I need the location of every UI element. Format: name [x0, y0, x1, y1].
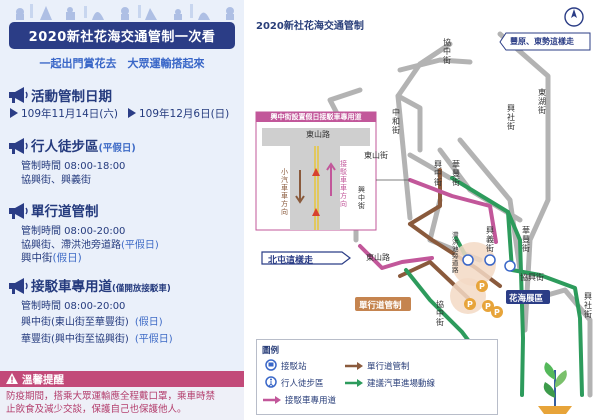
inset-title: 興中街設置假日接駁車專用道	[270, 113, 362, 121]
street-label-xiezhong: 協中街	[436, 300, 444, 327]
inset-label-shuttle: 接駁車車方向	[340, 160, 347, 208]
period-end: 109年12月6日(日)	[139, 108, 230, 120]
pedestrian-title: 行人徒步區(平假日)	[31, 135, 136, 155]
notice-title: 溫馨提醒	[22, 374, 64, 386]
inset-street: 興中街	[358, 186, 365, 210]
street-label-xingzhong: 興中街	[434, 160, 442, 187]
poster-title: 2020新社花海交通管制一次看	[9, 22, 235, 49]
street-label-flood-road: 滯洪池旁道路	[452, 231, 459, 274]
street-label-xingshe-right: 興社街	[584, 292, 592, 319]
street-label-zhongheng: 中和街	[392, 108, 400, 135]
callout-east-label: 豐原、東勢這樣走	[510, 37, 574, 46]
oneway-roads1-text: 協興街、滯洪池旁道路	[21, 240, 121, 251]
parking-markers: P P P P	[464, 280, 503, 318]
warning-icon	[6, 373, 18, 384]
legend-item5: 建議汽車進場動線	[367, 379, 436, 389]
notice-line1: 防疫期間，搭乘大眾運輸應全程戴口罩，乘車時禁	[6, 391, 216, 402]
logo-sub: 新社花海	[456, 388, 477, 394]
oneway-roads1-tag: (平假日)	[121, 240, 159, 251]
arrow-brown-icon	[345, 362, 363, 370]
callout-expo-label: 花海展區	[509, 294, 544, 304]
pedestrian-title-text: 行人徒步區	[31, 139, 99, 155]
pedestrian-tag: (平假日)	[98, 143, 136, 154]
arrow-pink-icon	[263, 396, 281, 404]
megaphone-icon	[9, 87, 28, 103]
megaphone-icon	[9, 138, 28, 154]
street-label-north: 協中街	[443, 38, 451, 65]
map-title: 2020新社花海交通管制	[256, 21, 364, 32]
callout-north	[261, 251, 351, 265]
arrow-green-icon	[345, 379, 363, 387]
shuttle-tag: (僅開放接駁車)	[112, 284, 171, 294]
shuttle-title-text: 接駁車專用道	[31, 279, 112, 295]
street-label-dongshan-st: 東山街	[364, 151, 388, 160]
callout-north-label: 北屯這樣走	[268, 256, 314, 266]
oneway-time: 管制時間 08:00-20:00	[21, 226, 126, 237]
legend-title: 圖例	[262, 346, 280, 356]
shuttle-lane	[358, 178, 498, 270]
shuttle-time: 管制時間 08:00-20:00	[21, 301, 126, 312]
pedestrian-time: 管制時間 08:00-18:00	[21, 161, 126, 172]
period-start: 109年11月14日(六)	[21, 108, 118, 120]
megaphone-icon	[9, 203, 28, 219]
svg-text:P: P	[479, 282, 485, 291]
street-label-donghu: 東湖街	[538, 88, 546, 115]
inset-road: 東山路	[306, 130, 330, 139]
megaphone-icon	[9, 278, 28, 294]
shuttle-roads1: 興中街(東山街至華豐街) (假日)	[21, 313, 163, 328]
street-label-xiexing: 協興街	[520, 273, 544, 282]
triangle-right-icon	[10, 108, 18, 118]
bus-stop-markers	[462, 254, 516, 272]
main-route	[404, 268, 470, 342]
shuttle-roads1-text: 興中街(東山街至華豐街)	[21, 317, 129, 328]
shuttle-roads2: 華豐街(興中街至協興街) (平假日)	[21, 330, 173, 345]
svg-text:P: P	[485, 302, 491, 311]
oneway-roads2-tag: (假日)	[52, 252, 82, 264]
poster-subtitle: 一起出門賞花去 大眾運輸搭起來	[39, 57, 205, 70]
walk-icon	[265, 376, 277, 388]
street-label-huafeng-right: 華豐街	[522, 226, 530, 253]
compass-badge	[564, 7, 584, 27]
street-label-dongshan-rd: 東山路	[366, 253, 390, 262]
notice-line2: 止飲食及減少交談，保護自己也保護他人。	[6, 404, 187, 415]
oneway-roads1: 協興街、滯洪池旁道路(平假日)	[21, 236, 159, 251]
period-title: 活動管制日期	[31, 89, 112, 105]
street-label-huafeng-top: 華豐街	[452, 160, 460, 187]
notice-body: 防疫期間，搭乘大眾運輸應全程戴口罩，乘車時禁 止飲食及減少交談，保護自己也保護他…	[0, 387, 244, 420]
oneway-title: 單行道管制	[31, 204, 99, 220]
shuttle-title: 接駁車專用道(僅開放接駁車)	[31, 275, 171, 295]
legend-item1: 接駁站	[281, 362, 307, 372]
left-info-panel: 2020新社花海交通管制一次看 一起出門賞花去 大眾運輸搭起來 活動管制日期 1…	[0, 0, 244, 420]
decoration-animals-icon	[0, 0, 244, 22]
legend-item4: 單行道管制	[367, 362, 410, 372]
notice-header: 溫馨提醒	[0, 371, 244, 387]
street-label-xingyi: 興義街	[486, 226, 494, 253]
leaf-icon	[538, 362, 572, 414]
legend: 圖例 接駁站 行人徒步區 接駁車專用道 單行道管制 建議汽車進場動線 Taich…	[256, 339, 498, 415]
shuttle-roads2-text: 華豐街(興中街至協興街)	[21, 334, 129, 345]
legend-item3: 接駁車專用道	[285, 396, 337, 406]
callout-oneway-label: 單行道管制	[359, 301, 402, 311]
shuttle-roads2-tag: (平假日)	[134, 334, 173, 345]
inset-label-car: 小汽車車方向	[281, 168, 288, 216]
callout-oneway	[355, 297, 411, 311]
pedestrian-roads: 協興街、興義街	[21, 175, 91, 186]
logo-text: Taichung	[455, 380, 486, 387]
oneway-roads2: 興中街(假日)	[21, 250, 82, 265]
svg-text:P: P	[494, 308, 500, 317]
bus-icon	[265, 359, 277, 371]
street-label-xingshe-top: 興社街	[507, 104, 515, 131]
callout-east	[499, 32, 591, 51]
inset-box	[255, 111, 377, 231]
legend-item2: 行人徒步區	[281, 379, 324, 389]
svg-text:P: P	[467, 300, 473, 309]
oneway-roads2-text: 興中街	[21, 252, 53, 264]
triangle-right-icon	[128, 108, 136, 118]
callout-expo	[506, 290, 550, 304]
shuttle-roads1-tag: (假日)	[134, 317, 163, 328]
